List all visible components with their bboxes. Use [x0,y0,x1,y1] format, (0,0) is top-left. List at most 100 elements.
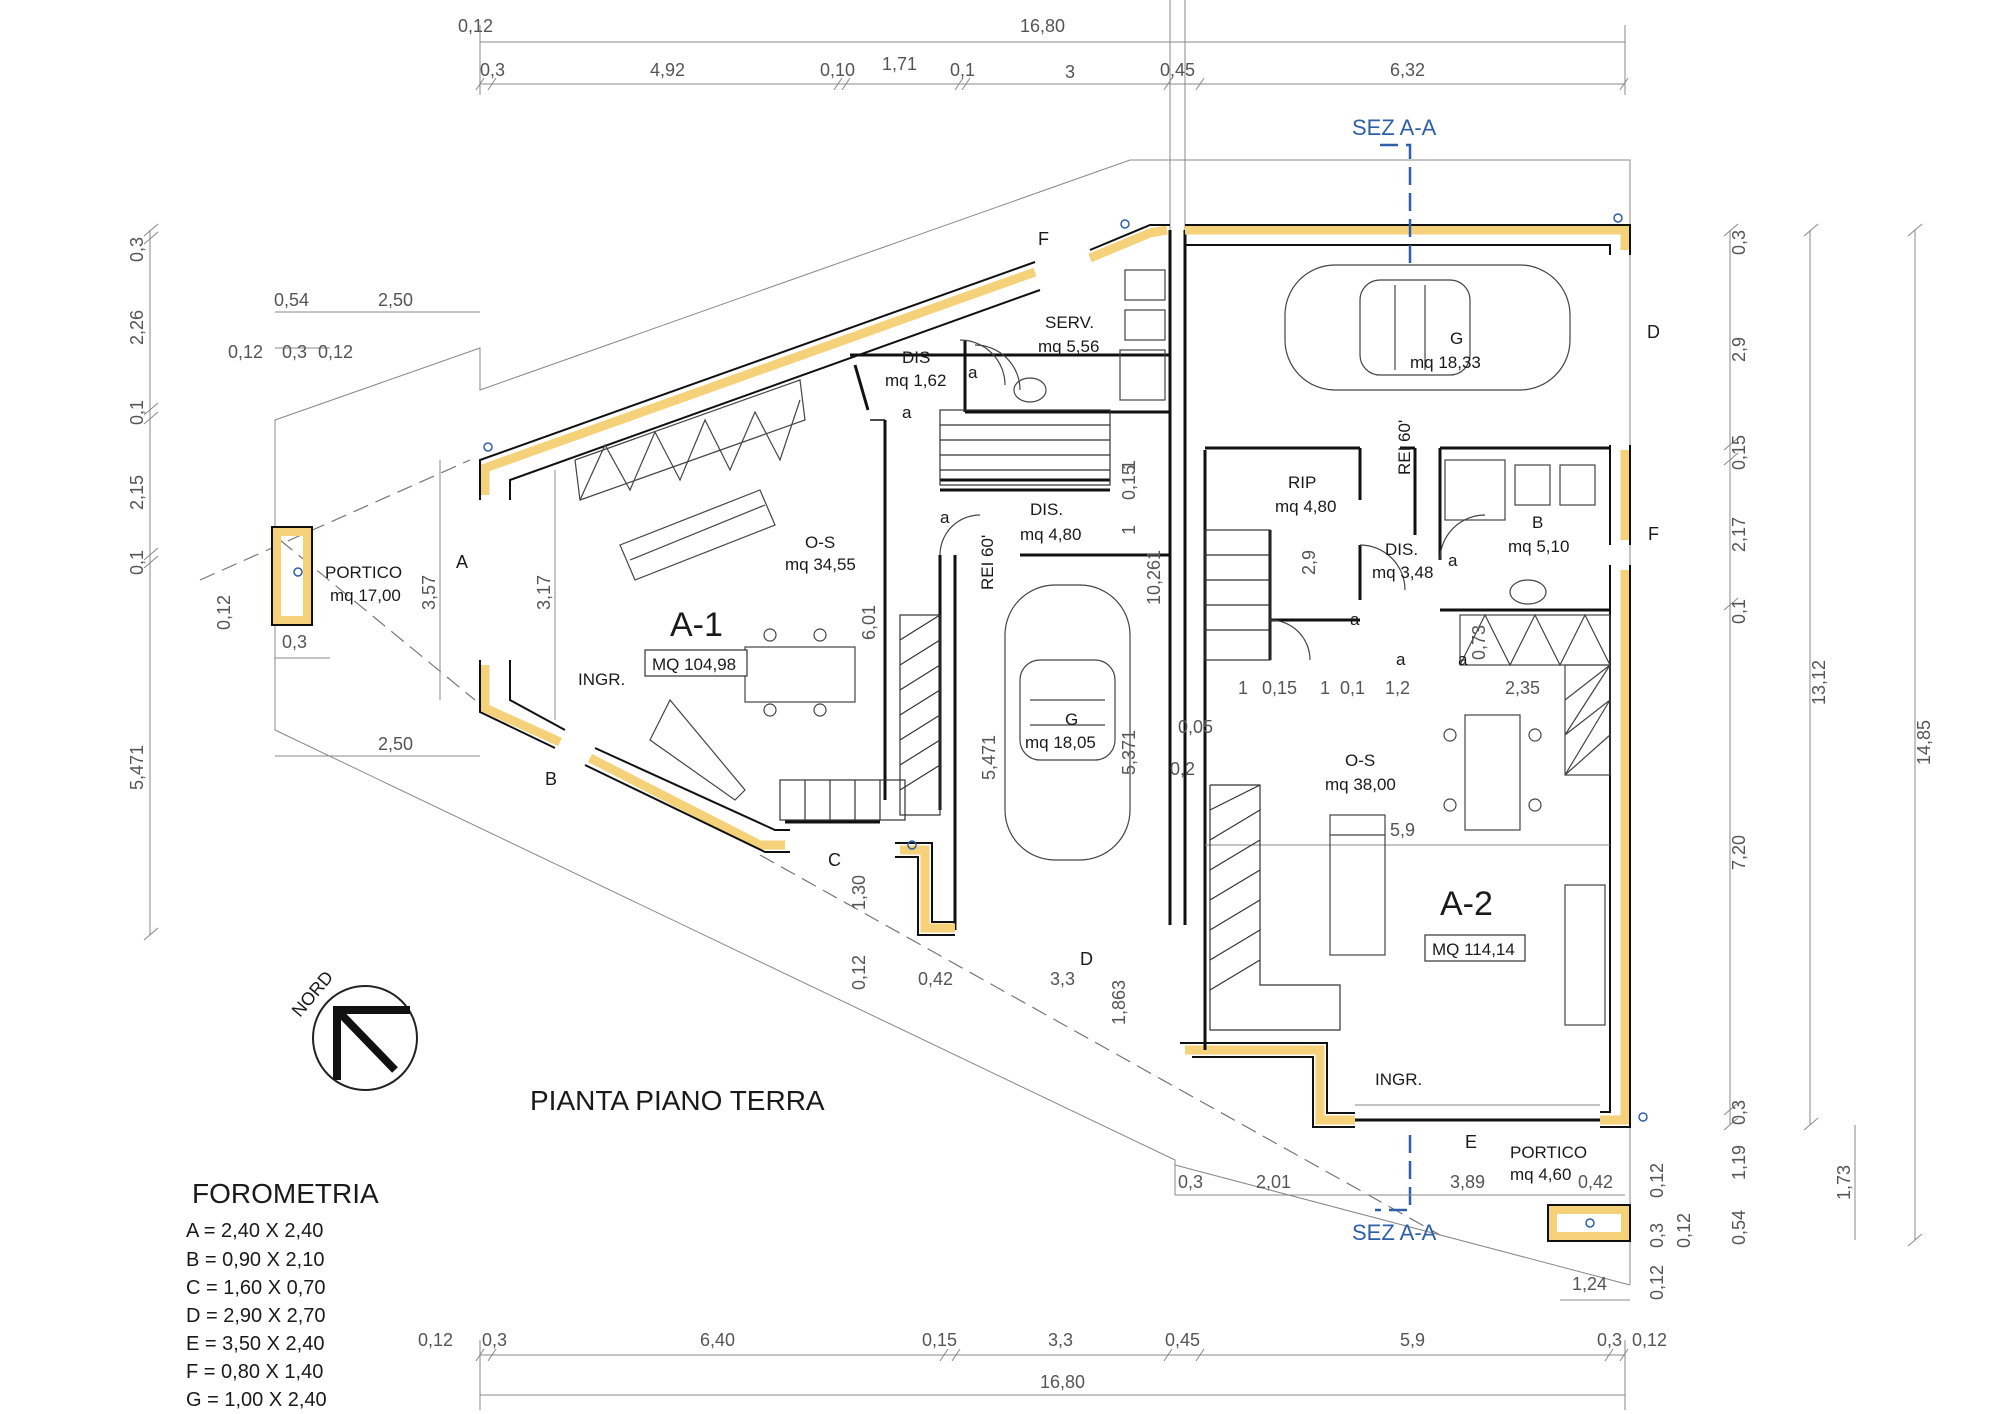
section-line: SEZ A-A SEZ A-A [1352,115,1437,1245]
label-door-a-1: a [968,363,978,382]
unit-a2-area: MQ 114,14 [1432,940,1515,959]
label-door-a-5: a [1350,610,1360,629]
dim-binner-c: 3,89 [1450,1172,1485,1192]
legend-item-c: C = 1,60 X 0,70 [186,1277,326,1299]
dim-right-v5: 0,1 [1729,599,1749,624]
bottom-dimension-lines: 0,12 0,3 6,40 0,15 3,3 0,45 5,9 0,3 0,12… [418,1163,1694,1410]
dim-bottom-d: 0,15 [922,1330,957,1350]
room-dis-right-name: DIS. [1385,540,1418,559]
room-dis-small-area: mq 1,62 [885,371,946,390]
portico-right: PORTICO mq 4,60 [1510,1143,1631,1242]
dim-top2-f: 3 [1065,62,1075,82]
dim-inner-317: 3,17 [534,575,554,610]
car-right [1284,264,1571,391]
dim-rinner-015: 0,15 [1262,678,1297,698]
dim-right-14-85: 14,85 [1914,720,1934,765]
dim-mid-012: 0,12 [849,955,869,990]
dim-top2-g: 0,45 [1160,60,1195,80]
room-garage-right-area: mq 18,33 [1410,353,1481,372]
window-label-e: E [1465,1132,1477,1152]
dim-inner-601: 6,01 [859,605,879,640]
window-label-a: A [456,552,468,572]
label-door-a-6: a [1396,650,1406,669]
site-outline [199,159,1631,1286]
dim-mid-130: 1,30 [849,875,869,910]
drawing-title: PIANTA PIANO TERRA [530,1085,825,1116]
stair-a1-lower [779,614,941,821]
unit-a1-walls [479,219,1187,936]
bath-a2 [1269,459,1596,661]
furniture-a1 [619,489,856,801]
dim-left-v3: 0,1 [127,400,147,425]
room-dis-right-area: mq 3,48 [1372,563,1433,582]
dim-right-v2: 2,9 [1729,337,1749,362]
dim-right-v3: 0,15 [1729,435,1749,470]
dim-left-03: 0,3 [282,342,307,362]
dim-bottom-h: 0,3 [1597,1330,1622,1350]
dim-left-054: 0,54 [274,290,309,310]
room-os-right-area: mq 38,00 [1325,775,1396,794]
room-os-left-name: O-S [805,533,835,552]
room-dis-small-name: DIS [902,348,930,367]
section-label-bottom: SEZ A-A [1352,1220,1437,1245]
room-os-right-name: O-S [1345,751,1375,770]
room-garage-left-area: mq 18,05 [1025,733,1096,752]
dim-left-250-top: 2,50 [378,290,413,310]
room-labels: O-S mq 34,55 DIS mq 1,62 SERV. mq 5,56 D… [578,313,1569,1089]
room-serv-name: SERV. [1045,313,1094,332]
legend-item-f: F = 0,80 X 1,40 [186,1361,323,1383]
unit-a2-name: A-2 [1440,885,1493,923]
car-left [1004,584,1131,861]
portico-left: PORTICO mq 17,00 [271,526,402,626]
dim-binner-b: 2,01 [1256,1172,1291,1192]
dim-inner-357: 3,57 [419,575,439,610]
dim-top2-b: 4,92 [650,60,685,80]
dim-mid-042: 0,42 [918,969,953,989]
room-garage-left-name: G [1065,710,1078,729]
dim-bottom-e: 3,3 [1048,1330,1073,1350]
room-rip-name: RIP [1288,473,1316,492]
stair-a2 [1204,529,1341,1031]
right-dimension-lines: 0,3 2,9 0,15 2,17 0,1 7,20 0,3 13,12 14,… [1723,223,1934,1247]
dim-mid-02: 0,2 [1170,759,1195,779]
room-dis-mid-area: mq 4,80 [1020,525,1081,544]
dim-bottom-c: 6,40 [700,1330,735,1350]
dim-rinner-1a: 1 [1238,678,1248,698]
dim-mid-1863: 1,863 [1109,980,1129,1025]
dim-bottom-g: 5,9 [1400,1330,1425,1350]
dim-right-v6: 7,20 [1729,835,1749,870]
unit-a1-area: MQ 104,98 [652,655,736,674]
dim-left-v6: 0,12 [214,595,234,630]
dim-mid-33: 3,3 [1050,969,1075,989]
window-label-b: B [545,769,557,789]
dim-binner-f: 0,3 [1647,1223,1667,1248]
legend-item-e: E = 3,50 X 2,40 [186,1333,324,1355]
room-portico-left-area: mq 17,00 [330,586,401,605]
north-label: NORD [288,967,337,1020]
dim-left-v7: 5,471 [127,745,147,790]
dim-right-v1: 0,3 [1729,230,1749,255]
dim-inner-015: 0,15 [1119,465,1139,500]
room-portico-right-area: mq 4,60 [1510,1165,1571,1184]
dim-rinner-59: 5,9 [1390,820,1415,840]
furniture-a2 [1329,714,1606,1026]
label-door-a-2: a [902,403,912,422]
dim-right-13-12: 13,12 [1809,660,1829,705]
dim-binner-a: 0,3 [1178,1172,1203,1192]
stair-a1 [939,409,1111,486]
legend-item-g: G = 1,00 X 2,40 [186,1389,327,1411]
dim-top-0-12: 0,12 [458,16,493,36]
dim-binner-h: 1,24 [1572,1274,1607,1294]
dim-top2-h: 6,32 [1390,60,1425,80]
dim-inner-1a: 1 [1119,460,1139,470]
legend-forometria: FOROMETRIA A = 2,40 X 2,40 B = 0,90 X 2,… [186,1178,379,1411]
dim-top2-d: 1,71 [882,54,917,74]
label-rei-1: REI 60' [978,535,997,590]
inner-dimension-texts: 3,57 3,17 6,01 5,471 5,371 10,261 1 0,15… [419,460,1540,1025]
room-bath-name: B [1532,513,1543,532]
left-dimension-lines: 0,3 2,26 0,1 2,15 0,1 0,12 5,471 0,54 2,… [127,223,480,941]
dim-inner-1b: 1 [1119,525,1139,535]
dim-left-v1: 0,3 [127,237,147,262]
section-label-top: SEZ A-A [1352,115,1437,140]
